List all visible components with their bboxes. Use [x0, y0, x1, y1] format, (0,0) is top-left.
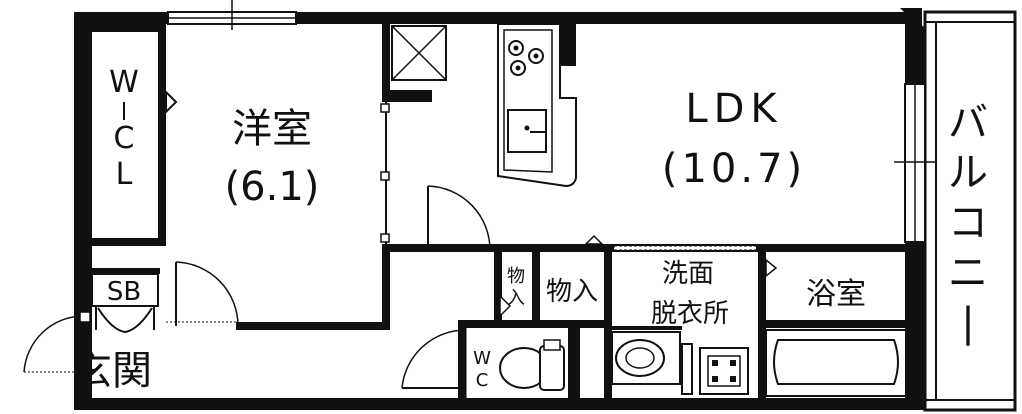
- ldk-size: (10.7): [662, 146, 806, 192]
- wc-label-c: C: [476, 370, 489, 391]
- storage-small-top: 物: [507, 266, 525, 287]
- window-top: [167, 0, 297, 30]
- shoe-box: [91, 268, 160, 334]
- ldk-name: LDK: [685, 86, 782, 132]
- balcony-window: [894, 83, 936, 243]
- yoshitsu-walls: [236, 24, 490, 330]
- wic-room: [92, 24, 178, 246]
- storage-small-bottom: 入: [507, 288, 525, 309]
- bath-label: 浴室: [806, 277, 866, 312]
- hall-walls: [420, 185, 910, 398]
- yoshitsu-name: 洋室: [232, 106, 312, 152]
- senmen-fixtures: [611, 326, 749, 395]
- genkan-door: [23, 311, 91, 373]
- yoshitsu-size: (6.1): [225, 164, 320, 210]
- genkan-label: 玄関: [72, 348, 152, 394]
- wic-label-w: W: [109, 65, 139, 100]
- wc-room: [401, 320, 580, 404]
- corner-chamfer: [900, 8, 922, 30]
- kitchen: [391, 23, 577, 188]
- bathtub: [765, 320, 908, 397]
- senmen-label-2: 脱衣所: [651, 299, 729, 329]
- wic-label-c: C: [114, 121, 135, 156]
- balcony-label: バルコニ|: [948, 100, 988, 346]
- senmen-label-1: 洗面: [662, 259, 714, 289]
- storage-label: 物入: [546, 277, 598, 307]
- wic-label-l: L: [116, 157, 133, 192]
- wc-label-w: W: [473, 348, 491, 369]
- yoshitsu-door: [166, 261, 239, 327]
- sb-label: SB: [107, 277, 141, 307]
